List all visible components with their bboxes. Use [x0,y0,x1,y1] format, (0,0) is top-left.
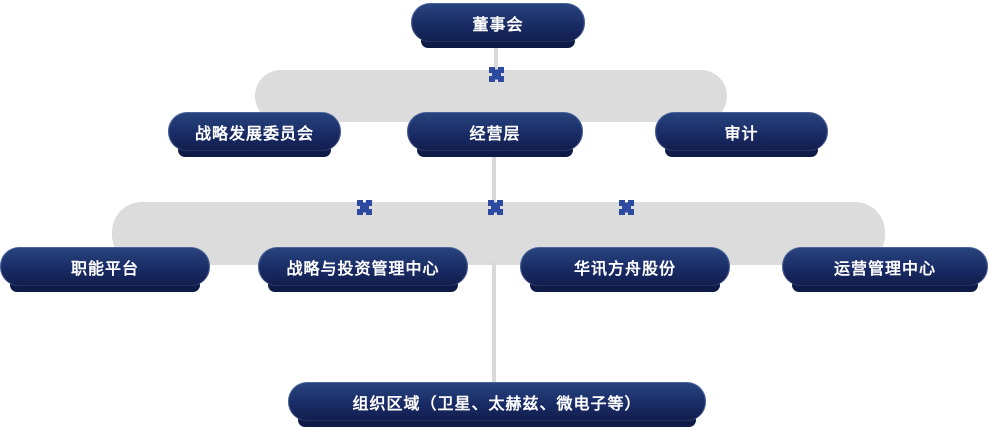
node-functional-platform: 职能平台 [0,247,210,292]
node-audit: 审计 [655,112,828,157]
node-label: 组织区域（卫星、太赫兹、微电子等） [288,382,706,421]
node-label: 运营管理中心 [782,247,988,286]
junction-cross-icon [357,200,372,215]
node-label: 审计 [655,112,828,151]
node-huaxun-fangzhou-shares: 华讯方舟股份 [520,247,730,292]
junction-cross-icon [619,200,634,215]
node-strategy-investment-management-center: 战略与投资管理中心 [258,247,468,292]
node-label: 职能平台 [0,247,210,286]
node-management-level: 经营层 [407,112,583,157]
node-label: 战略与投资管理中心 [258,247,468,286]
junction-cross-icon [488,200,503,215]
connector-line-region [492,262,496,384]
node-operations-management-center: 运营管理中心 [782,247,988,292]
node-strategic-development-committee: 战略发展委员会 [168,112,341,157]
node-label: 经营层 [407,112,583,151]
node-organization-regions: 组织区域（卫星、太赫兹、微电子等） [288,382,706,427]
node-label: 华讯方舟股份 [520,247,730,286]
connector-line-management [492,156,496,204]
junction-cross-icon [489,67,504,82]
node-board-of-directors: 董事会 [411,3,585,48]
node-label: 董事会 [411,3,585,42]
node-label: 战略发展委员会 [168,112,341,151]
connector-line-board [494,44,498,74]
